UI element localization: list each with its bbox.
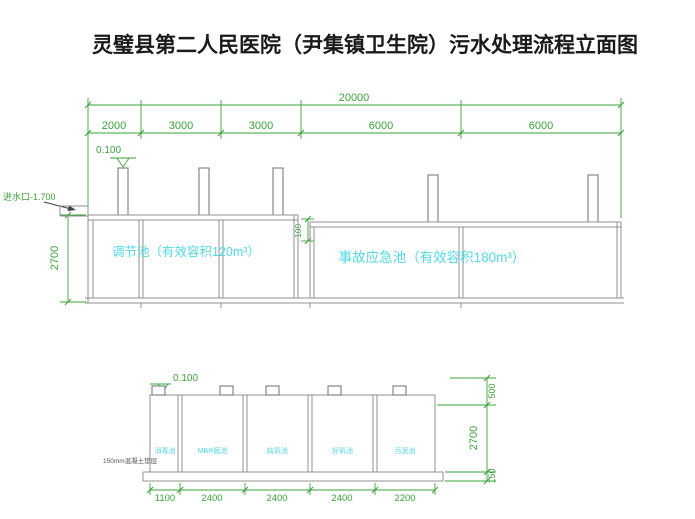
base-slab: [142, 471, 444, 482]
upper-segment-dimension-0: 2000: [102, 120, 126, 132]
tank-structure: [59, 205, 624, 308]
upper-segment-dimension-4: 6000: [529, 120, 553, 132]
compartment-label-4: 污泥池: [395, 446, 416, 455]
upper-elevation-flag-icon: [110, 157, 136, 168]
lower-elevation-text: 0.100: [173, 373, 198, 384]
left-height-dimension-line: [60, 211, 86, 306]
lower-dimension-3: 2400: [331, 493, 352, 504]
lower-dimension-lines: [146, 483, 439, 495]
lower-roof-vents: [151, 385, 407, 396]
treatment-train-structure: [149, 394, 436, 473]
lower-dimension-4: 2200: [394, 493, 415, 504]
upper-segment-dimension-3: 6000: [369, 120, 393, 132]
upper-segment-dimension-1: 3000: [169, 120, 193, 132]
roof-vent-pillars: [117, 167, 599, 223]
tank2-label: 事故应急池（有效容积180m³）: [339, 249, 526, 265]
upper-dimension-lines: [84, 98, 625, 218]
compartment-label-3: 好氧池: [332, 446, 353, 455]
lower-dimension-0: 1100: [155, 493, 175, 504]
right-dimension-1: 2700: [468, 426, 480, 450]
drawing-title: 灵璧县第二人民医院（尹集镇卫生院）污水处理流程立面图: [92, 33, 638, 57]
upper-segment-dimension-2: 3000: [249, 120, 273, 132]
upper-height-dimension-text: 2700: [49, 246, 61, 270]
upper-total-dimension-text: 20000: [339, 92, 370, 104]
right-dimension-0: 500: [487, 383, 497, 398]
lower-dimension-1: 2400: [201, 493, 222, 504]
tank1-label: 调节池（有效容积120m³）: [112, 244, 260, 259]
compartment-label-0: 消毒池: [155, 446, 176, 455]
lower-dimension-2: 2400: [266, 493, 287, 504]
freeboard-dimension-line: [301, 215, 314, 245]
right-dimension-lines: [437, 374, 496, 485]
base-note: 150mm混凝土垫层: [103, 456, 158, 465]
compartment-label-2: 缺氧池: [267, 446, 288, 455]
inlet-label: 进水口-1.700: [3, 191, 56, 202]
compartment-label-1: MBR膜池: [198, 446, 228, 455]
right-dimension-2: 150: [487, 468, 497, 483]
inlet-leader-arrow-icon: [43, 201, 76, 212]
upper-elevation-text: 0.100: [96, 145, 121, 156]
